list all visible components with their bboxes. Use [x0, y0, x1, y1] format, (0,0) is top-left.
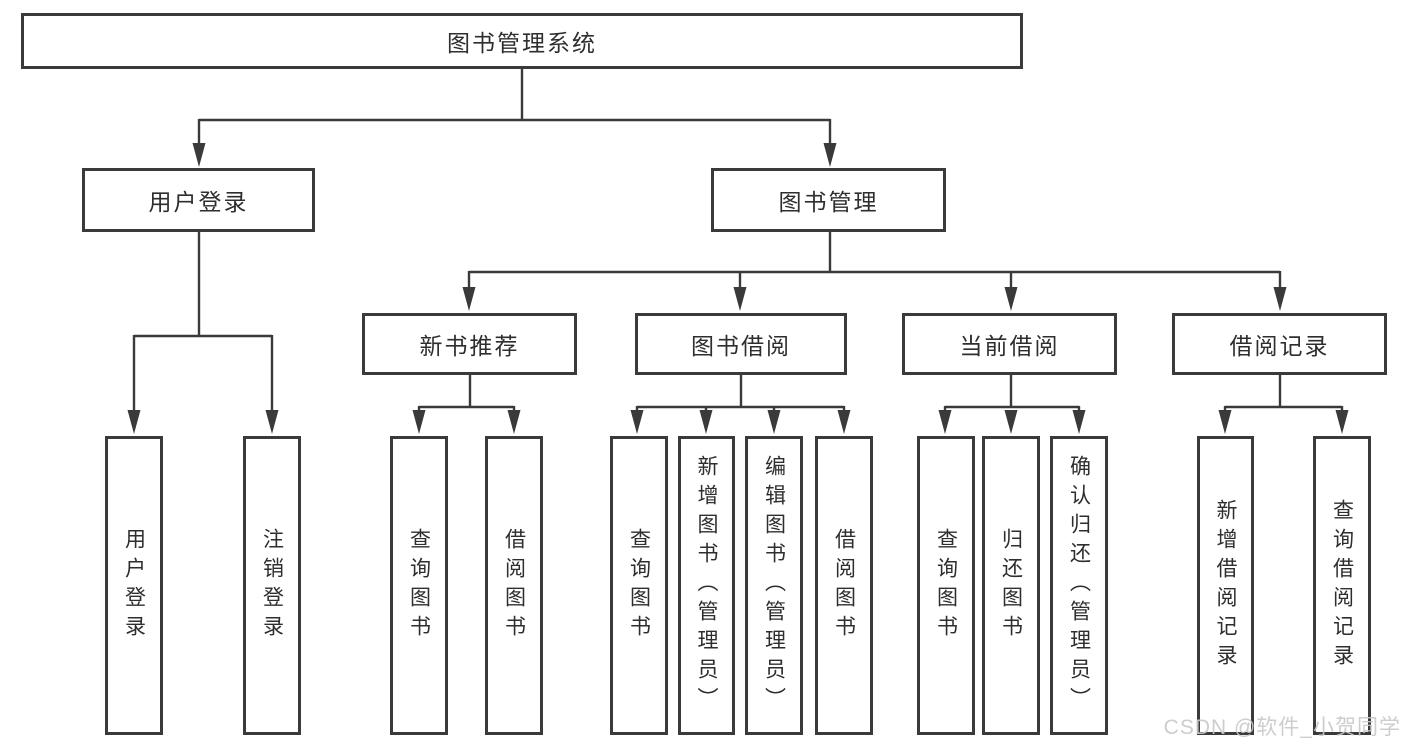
leaf-query-books-borrowing: 查询图书 — [610, 436, 668, 735]
leaf-return-book: 归还图书 — [982, 436, 1040, 735]
leaf-edit-book-admin: 编辑图书（管理员） — [745, 436, 803, 735]
node-user-login: 用户登录 — [82, 168, 315, 232]
leaf-borrow-books-recommend: 借阅图书 — [485, 436, 543, 735]
node-book-management: 图书管理 — [711, 168, 946, 232]
leaf-borrow-books: 借阅图书 — [815, 436, 873, 735]
leaf-logout: 注销登录 — [243, 436, 301, 735]
arrowheads — [127, 143, 1349, 434]
leaf-confirm-return-admin: 确认归还（管理员） — [1050, 436, 1108, 735]
node-book-borrowing: 图书借阅 — [635, 313, 847, 375]
leaf-query-books-recommend: 查询图书 — [390, 436, 448, 735]
leaf-query-borrow-record: 查询借阅记录 — [1313, 436, 1371, 735]
leaf-query-books-current: 查询图书 — [917, 436, 975, 735]
leaf-add-book-admin: 新增图书（管理员） — [678, 436, 735, 735]
leaf-add-borrow-record: 新增借阅记录 — [1197, 436, 1254, 735]
leaf-user-login: 用户登录 — [105, 436, 163, 735]
node-current-borrowing: 当前借阅 — [902, 313, 1117, 375]
node-borrowing-records: 借阅记录 — [1172, 313, 1387, 375]
node-new-book-recommend: 新书推荐 — [362, 313, 577, 375]
node-root: 图书管理系统 — [21, 13, 1023, 69]
